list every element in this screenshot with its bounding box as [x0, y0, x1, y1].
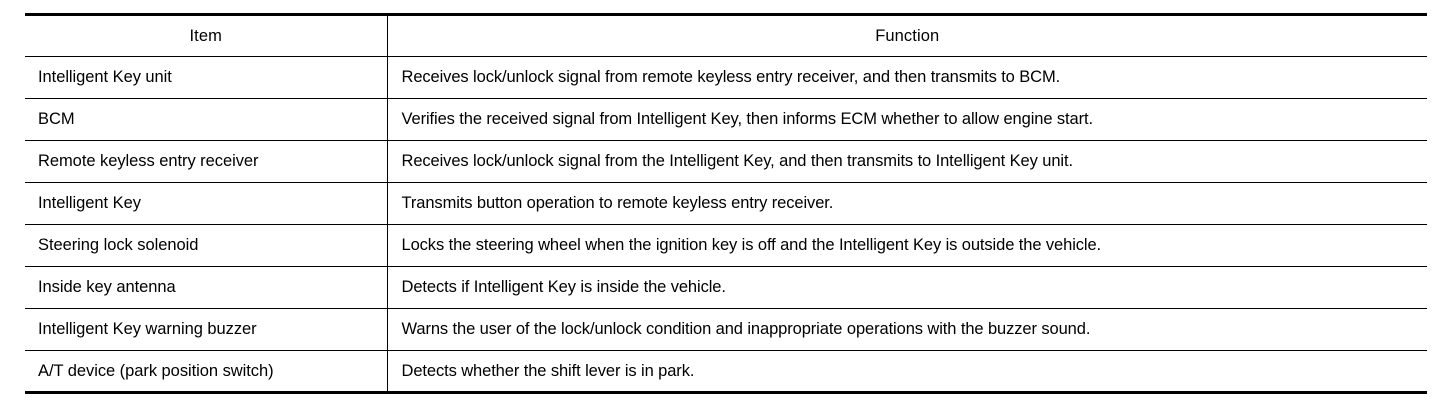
cell-item: A/T device (park position switch) [25, 350, 388, 394]
column-header-item: Item [25, 13, 388, 57]
cell-function: Locks the steering wheel when the igniti… [387, 224, 1427, 267]
cell-function: Receives lock/unlock signal from remote … [387, 56, 1427, 99]
cell-item: Inside key antenna [25, 266, 388, 309]
column-header-function: Function [387, 13, 1427, 57]
function-label: Transmits button operation to remote key… [401, 194, 834, 213]
function-label: Verifies the received signal from Intell… [401, 110, 1094, 129]
item-label: Intelligent Key [38, 194, 141, 213]
table-header: Item Function [25, 13, 1427, 57]
table-header-row: Item Function [25, 13, 1427, 57]
cell-function: Warns the user of the lock/unlock condit… [387, 308, 1427, 351]
cell-item: Intelligent Key [25, 182, 388, 225]
cell-item: Intelligent Key warning buzzer [25, 308, 388, 351]
component-function-table: Item Function Intelligent Key unit Recei… [25, 13, 1427, 394]
table-row: A/T device (park position switch) Detect… [25, 350, 1427, 394]
table-row: BCM Verifies the received signal from In… [25, 98, 1427, 141]
table-row: Intelligent Key warning buzzer Warns the… [25, 308, 1427, 351]
item-label: Inside key antenna [38, 278, 176, 297]
table-row: Intelligent Key Transmits button operati… [25, 182, 1427, 225]
cell-item: Intelligent Key unit [25, 56, 388, 99]
function-label: Receives lock/unlock signal from remote … [401, 68, 1061, 87]
function-label: Warns the user of the lock/unlock condit… [401, 320, 1091, 339]
function-label: Receives lock/unlock signal from the Int… [401, 152, 1074, 171]
column-header-item-label: Item [189, 26, 222, 45]
item-label: Intelligent Key unit [38, 68, 172, 87]
item-label: Intelligent Key warning buzzer [38, 320, 257, 339]
cell-function: Receives lock/unlock signal from the Int… [387, 140, 1427, 183]
cell-function: Verifies the received signal from Intell… [387, 98, 1427, 141]
function-label: Locks the steering wheel when the igniti… [401, 236, 1102, 255]
cell-function: Detects whether the shift lever is in pa… [387, 350, 1427, 394]
item-label: A/T device (park position switch) [38, 361, 274, 380]
cell-item: Steering lock solenoid [25, 224, 388, 267]
cell-function: Transmits button operation to remote key… [387, 182, 1427, 225]
cell-function: Detects if Intelligent Key is inside the… [387, 266, 1427, 309]
table-body: Intelligent Key unit Receives lock/unloc… [25, 56, 1427, 394]
table-row: Remote keyless entry receiver Receives l… [25, 140, 1427, 183]
item-label: Steering lock solenoid [38, 236, 199, 255]
table-row: Steering lock solenoid Locks the steerin… [25, 224, 1427, 267]
function-label: Detects whether the shift lever is in pa… [401, 361, 695, 380]
item-label: BCM [38, 110, 75, 129]
cell-item: Remote keyless entry receiver [25, 140, 388, 183]
cell-item: BCM [25, 98, 388, 141]
column-header-function-label: Function [875, 26, 940, 45]
item-label: Remote keyless entry receiver [38, 152, 259, 171]
table-row: Intelligent Key unit Receives lock/unloc… [25, 56, 1427, 99]
table-row: Inside key antenna Detects if Intelligen… [25, 266, 1427, 309]
function-label: Detects if Intelligent Key is inside the… [401, 278, 726, 297]
